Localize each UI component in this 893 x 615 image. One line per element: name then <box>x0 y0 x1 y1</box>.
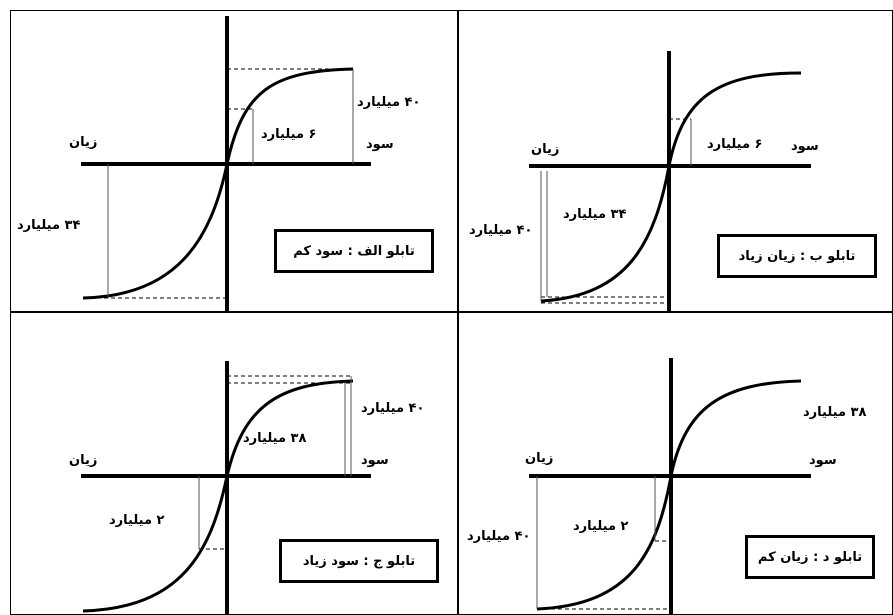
lower-partial-label: ۳۴ میلیارد <box>563 207 627 222</box>
panel-title-box: تابلو الف : سود کم <box>274 229 434 273</box>
value-curve <box>536 379 802 611</box>
lower-partial-label: ۲ میلیارد <box>573 519 629 534</box>
value-curve <box>82 379 354 613</box>
upper-total-label: ۴۰ میلیارد <box>357 95 421 110</box>
panel-be-graph <box>529 51 811 311</box>
profit-label: سود <box>361 453 389 468</box>
panel-jim-graph <box>81 361 371 614</box>
panel-alef-graph <box>81 16 371 311</box>
value-curve <box>540 71 802 303</box>
loss-label: زیان <box>69 453 98 468</box>
profit-label: سود <box>809 453 837 468</box>
lower-total-label: ۴۰ میلیارد <box>467 529 531 544</box>
upper-value-label: ۳۸ میلیارد <box>803 405 867 420</box>
profit-label: سود <box>791 139 819 154</box>
panel-title-box: تابلو ج : سود زیاد <box>279 539 439 583</box>
value-curve <box>82 67 354 300</box>
panel-alef: زیان سود ۴۰ میلیارد ۶ میلیارد ۳۴ میلیارد… <box>10 10 458 312</box>
upper-partial-label: ۳۸ میلیارد <box>243 431 307 446</box>
lower-value-label: ۲ میلیارد <box>109 513 165 528</box>
upper-partial-label: ۶ میلیارد <box>261 127 317 142</box>
lower-value-label: ۳۴ میلیارد <box>17 218 81 233</box>
lower-total-label: ۴۰ میلیارد <box>469 223 533 238</box>
panel-dal: زیان سود ۳۸ میلیارد ۲ میلیارد ۴۰ میلیارد… <box>458 312 893 615</box>
loss-label: زیان <box>525 451 554 466</box>
panel-dal-graph <box>529 358 811 614</box>
loss-label: زیان <box>531 142 560 157</box>
panel-title-box: تابلو ب : زیان زیاد <box>717 234 877 278</box>
panel-title-box: تابلو د : زیان کم <box>745 535 875 579</box>
profit-label: سود <box>366 137 394 152</box>
upper-total-label: ۴۰ میلیارد <box>361 401 425 416</box>
loss-label: زیان <box>69 135 98 150</box>
panel-be: زیان سود ۶ میلیارد ۳۴ میلیارد ۴۰ میلیارد… <box>458 10 893 312</box>
panel-jim: زیان سود ۴۰ میلیارد ۳۸ میلیارد ۲ میلیارد… <box>10 312 458 615</box>
upper-partial-label: ۶ میلیارد <box>707 137 763 152</box>
